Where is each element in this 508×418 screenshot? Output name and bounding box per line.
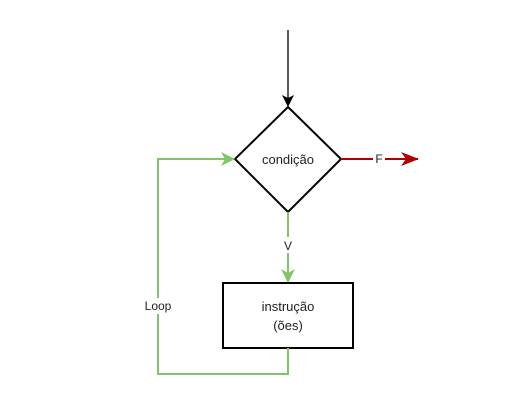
decision-label: condição — [262, 152, 314, 167]
loop-label-bg — [141, 298, 175, 314]
loop-arrow-path — [157, 152, 289, 375]
process-box — [222, 282, 354, 349]
true-label: V — [284, 239, 292, 253]
loop-label: Loop — [145, 299, 172, 313]
false-label: F — [375, 152, 382, 166]
false-label-bg — [373, 151, 385, 166]
process-label-line1: instrução — [262, 299, 315, 314]
true-label-bg — [282, 237, 295, 253]
process-label-line2: (ões) — [273, 318, 303, 333]
